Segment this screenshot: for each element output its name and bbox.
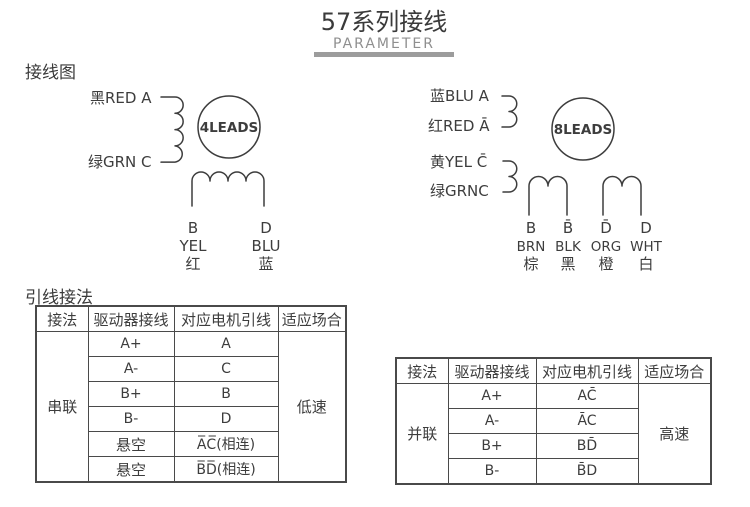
diagram-8leads: 8LEADS 蓝BLU A 红RED Ā 黄YEL C̄ 绿GRNC B BR… [428,87,663,273]
title-block: 57系列接线 PARAMETER [9,8,750,57]
lead-bbar-color-cn: 黑 [560,255,575,273]
section-wiring-diagram: 接线图 [25,63,76,83]
lead-b-color-cn: 红 [185,255,200,273]
header-suitability: 适应场合 [637,357,712,384]
header-motor-lead: 对应电机引线 [535,357,639,384]
driver-cell: A+ [87,331,175,357]
page-title: 57系列接线 [320,8,448,36]
coil-phase-ac [160,96,184,163]
motor-body-circle [197,95,261,159]
page-subtitle: PARAMETER [333,35,435,52]
suitability-cell: 低速 [277,331,347,483]
table-row: 悬空 B̅D̅(相连) [36,456,346,483]
series-connection-table: 接法 驱动器接线 对应电机引线 适应场合 串联 A+ A 低速 A- C B+ … [35,305,347,483]
motor-lead-cell: A [173,331,279,357]
lead-b-color-cn: 棕 [523,255,538,273]
table-row: 串联 A+ A 低速 [35,331,347,483]
motor-lead-cell: B̄D [535,458,639,485]
coil-phase-bd [191,171,265,207]
header-driver-wiring: 驱动器接线 [447,357,537,384]
lead-b-pin: B [188,219,198,237]
table-header-row: 接法 驱动器接线 对应电机引线 适应场合 [395,357,712,384]
motor-lead-cell: D [173,406,279,432]
method-cell: 并联 [395,383,449,485]
coil-b-bbar [528,175,568,216]
coil-cbar-c [502,160,518,193]
lead-dbar-color-en: ORG [591,239,621,255]
motor-leads-count-label: 4LEADS [200,120,259,136]
driver-cell: 悬空 [87,456,175,483]
table-row: B- B̄D [396,458,711,485]
lead-a-label: 黑RED A [90,89,152,107]
coil-a-abar [501,95,518,128]
lead-grn-c-label: 绿GRNC [430,182,489,200]
motor-lead-cell: C [173,356,279,382]
lead-d-color-en: BLU [252,237,281,255]
motor-lead-cell: B̅D̅(相连) [173,456,279,483]
motor-body-circle [551,97,615,161]
table-row: 并联 A+ AC̄ 高速 [395,383,712,485]
table-row: B- D [36,406,346,432]
driver-cell: B- [87,406,175,432]
suitability-cell: 高速 [637,383,712,485]
lead-b-pin: B [526,219,536,237]
table-row: 悬空 A̅C̅(相连) [36,431,346,457]
table-row: B+ BD̄ [396,433,711,459]
lead-b-color-en: YEL [179,237,208,255]
lead-dbar-pin: D̄ [600,218,612,237]
method-cell: 串联 [35,331,89,483]
lead-bbar-color-en: BLK [555,239,582,255]
diagram-4leads: 4LEADS 黑RED A 绿GRN C B YEL 红 D BLU 蓝 [88,89,281,273]
driver-cell: A- [447,408,537,434]
lead-bbar-pin: B̄ [563,218,573,237]
driver-cell: B+ [447,433,537,459]
header-driver-wiring: 驱动器接线 [87,305,175,332]
lead-d-pin: D [260,219,272,237]
motor-lead-cell: ĀC [535,408,639,434]
header-suitability: 适应场合 [277,305,347,332]
lead-d-color-en: WHT [630,239,662,255]
lead-b-color-en: BRN [517,239,546,255]
parallel-connection-table: 接法 驱动器接线 对应电机引线 适应场合 并联 A+ AC̄ 高速 A- ĀC… [395,357,712,485]
driver-cell: A+ [447,383,537,409]
table-header-row: 接法 驱动器接线 对应电机引线 适应场合 [35,305,347,332]
lead-dbar-color-cn: 橙 [598,255,613,273]
lead-d-color-cn: 蓝 [258,255,273,273]
header-method: 接法 [35,305,89,332]
motor-lead-cell: BD̄ [535,433,639,459]
section-lead-connection: 引线接法 [25,288,93,308]
lead-d-pin: D [640,219,652,237]
lead-blu-a-label: 蓝BLU A [430,87,490,105]
driver-cell: B- [447,458,537,485]
lead-yel-cbar-label: 黄YEL C̄ [430,152,487,171]
header-method: 接法 [395,357,449,384]
lead-red-abar-label: 红RED Ā [428,117,490,135]
header-motor-lead: 对应电机引线 [173,305,279,332]
lead-d-color-cn: 白 [638,255,653,273]
motor-lead-cell: AC̄ [535,383,639,409]
title-underline [314,51,454,57]
motor-lead-cell: A̅C̅(相连) [173,431,279,457]
driver-cell: 悬空 [87,431,175,457]
driver-cell: A- [87,356,175,382]
motor-leads-count-label: 8LEADS [554,122,613,138]
driver-cell: B+ [87,381,175,407]
coil-dbar-d [602,175,642,216]
motor-lead-cell: B [173,381,279,407]
lead-c-label: 绿GRN C [88,153,152,171]
